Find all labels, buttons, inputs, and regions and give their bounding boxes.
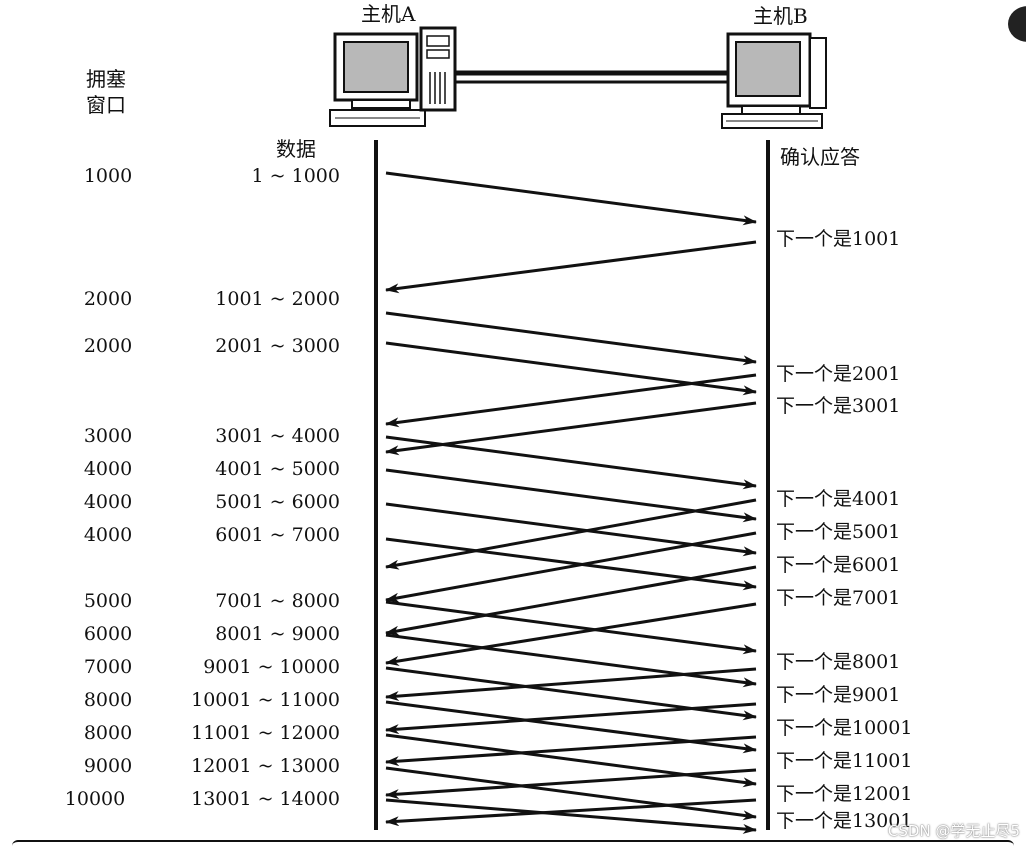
congestion-window-header-line2: 窗口 <box>86 94 126 116</box>
ack-label: 下一个是8001 <box>776 651 900 673</box>
ack-arrow <box>386 375 756 424</box>
bottom-frame-border <box>12 840 1014 848</box>
ack-arrow <box>386 403 756 452</box>
ack-label: 下一个是11001 <box>776 750 912 772</box>
congestion-window-header-line1: 拥塞 <box>86 68 126 90</box>
segment-range: 4001 ~ 5000 <box>140 458 340 480</box>
ack-label: 下一个是6001 <box>776 554 900 576</box>
segment-range: 1 ~ 1000 <box>140 165 340 187</box>
data-segment-arrow <box>386 313 756 362</box>
ack-column-header: 确认应答 <box>780 146 860 168</box>
ack-arrow <box>386 567 756 633</box>
message-arrows <box>386 173 756 830</box>
segment-range: 12001 ~ 13000 <box>140 755 340 777</box>
host-a-computer-icon <box>330 28 455 126</box>
segment-range: 10001 ~ 11000 <box>140 689 340 711</box>
watermark: CSDN @学无止尽5 <box>888 820 1020 841</box>
data-segment-arrow <box>386 343 756 392</box>
ack-label: 下一个是10001 <box>776 717 912 739</box>
host-b-label: 主机B <box>753 5 808 27</box>
host-b-computer-icon <box>722 34 826 128</box>
ack-label: 下一个是9001 <box>776 684 900 706</box>
network-cable <box>455 73 728 82</box>
ack-arrow <box>386 604 756 663</box>
segment-range: 11001 ~ 12000 <box>140 722 340 744</box>
segment-range: 1001 ~ 2000 <box>140 288 340 310</box>
segment-range: 3001 ~ 4000 <box>140 425 340 447</box>
ack-label: 下一个是3001 <box>776 395 900 417</box>
segment-range: 6001 ~ 7000 <box>140 524 340 546</box>
ack-arrow <box>386 533 756 600</box>
segment-range: 8001 ~ 9000 <box>140 623 340 645</box>
ack-label: 下一个是7001 <box>776 587 900 609</box>
ack-label: 下一个是5001 <box>776 521 900 543</box>
ack-label: 下一个是4001 <box>776 488 900 510</box>
ack-label: 下一个是12001 <box>776 783 912 805</box>
ack-label: 下一个是1001 <box>776 228 900 250</box>
congestion-window-value: 10000 <box>50 788 140 810</box>
ack-arrow <box>386 242 756 290</box>
data-column-header: 数据 <box>276 138 316 160</box>
segment-range: 2001 ~ 3000 <box>140 335 340 357</box>
segment-range: 5001 ~ 6000 <box>140 491 340 513</box>
segment-range: 7001 ~ 8000 <box>140 590 340 612</box>
host-a-label: 主机A <box>361 3 415 25</box>
segment-range: 9001 ~ 10000 <box>140 656 340 678</box>
segment-range: 13001 ~ 14000 <box>140 788 340 810</box>
ack-label: 下一个是2001 <box>776 363 900 385</box>
data-segment-arrow <box>386 173 756 222</box>
